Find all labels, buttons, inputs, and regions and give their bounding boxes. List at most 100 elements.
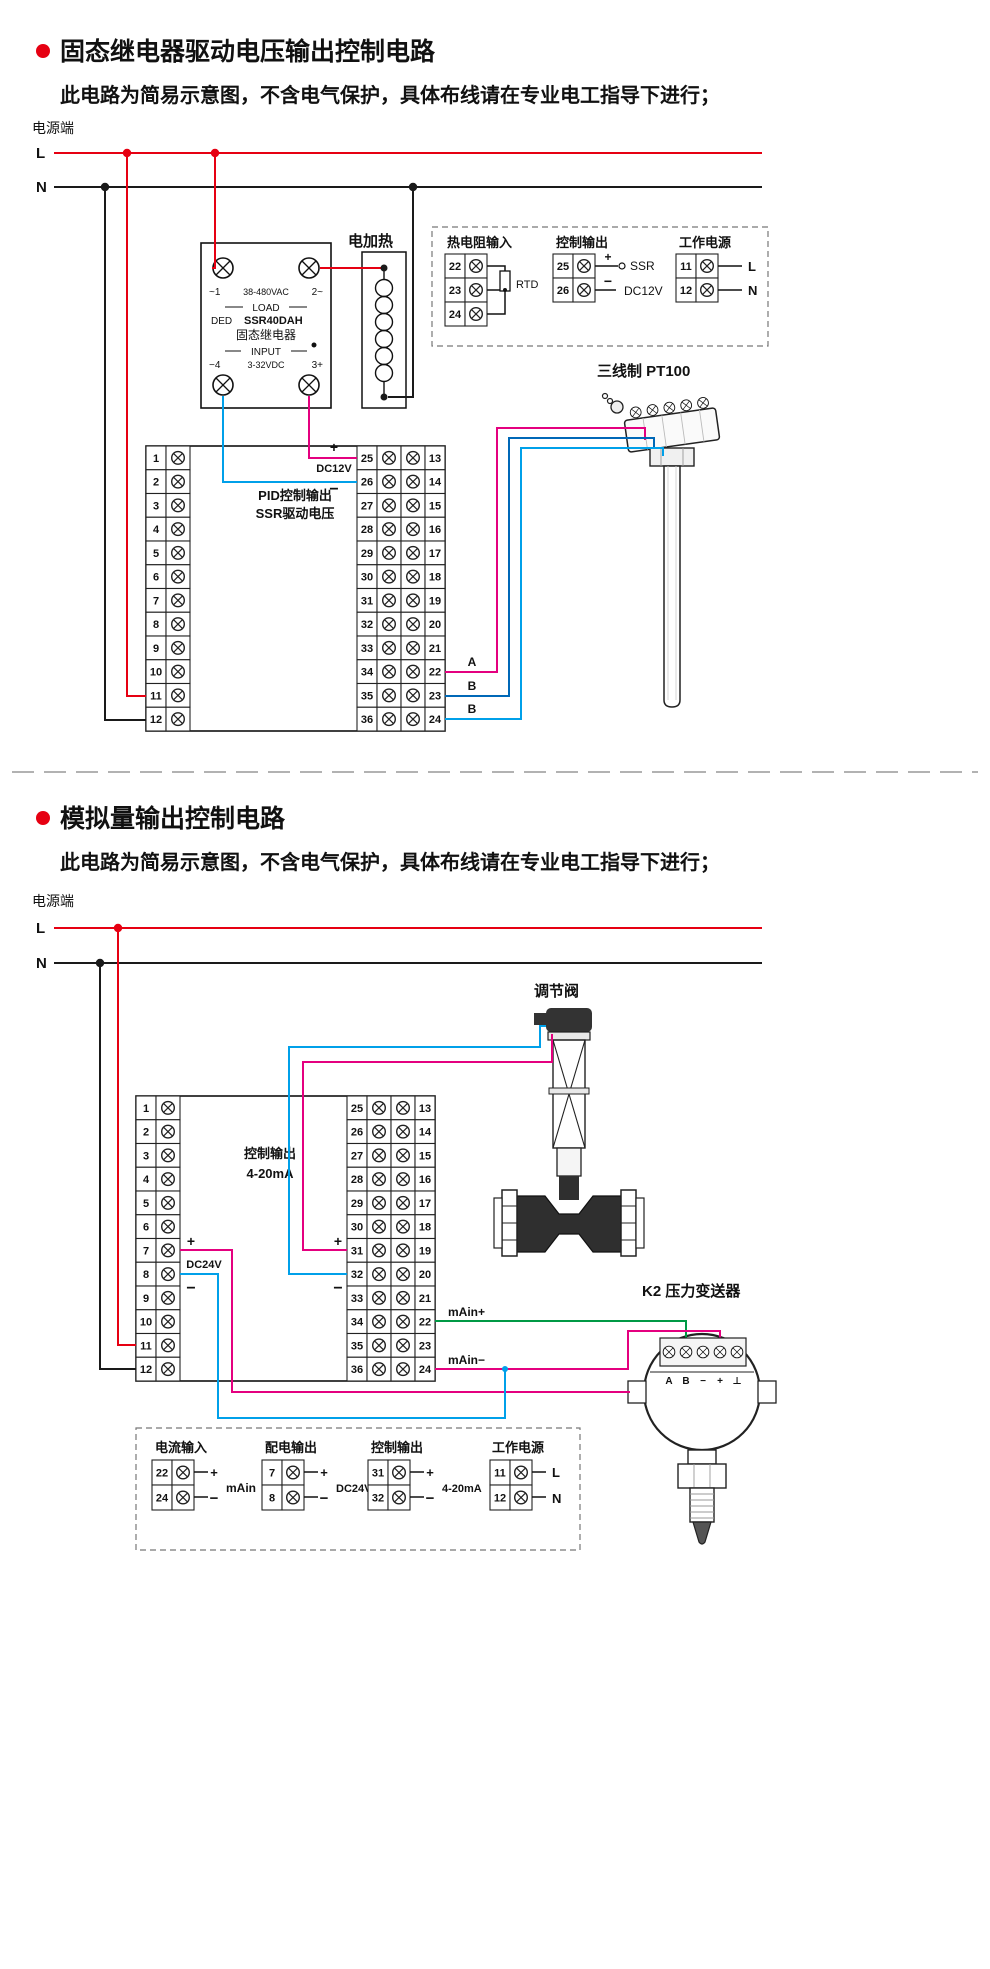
dc24v-minus: −	[186, 1280, 195, 1297]
svg-text:26: 26	[557, 285, 569, 297]
dist-strip: 78	[261, 1459, 305, 1511]
svg-text:25: 25	[557, 261, 569, 273]
svg-text:24: 24	[419, 1364, 432, 1376]
pt100-label: 三线制 PT100	[597, 362, 690, 380]
svg-text:6: 6	[153, 572, 159, 584]
cur-plus: +	[210, 1465, 218, 1480]
pin-b: B	[682, 1376, 689, 1387]
ssr-load-label: LOAD	[252, 303, 279, 314]
pt100-sensor: 三线制 PT100	[597, 362, 721, 708]
svg-text:31: 31	[351, 1245, 363, 1257]
bullet-icon	[36, 44, 50, 58]
svg-text:3: 3	[143, 1150, 149, 1162]
dc24v-label: DC24V	[186, 1259, 222, 1271]
ssr-vac-range: 38-480VAC	[243, 287, 289, 297]
current-input-title: 电流输入	[155, 1440, 207, 1455]
svg-text:25: 25	[361, 453, 373, 465]
bullet-icon-2	[36, 811, 50, 825]
svg-text:25: 25	[351, 1103, 363, 1115]
svg-text:27: 27	[361, 500, 373, 512]
svg-text:1: 1	[153, 453, 159, 465]
svg-text:11: 11	[680, 261, 692, 273]
pt100-chain2	[606, 397, 614, 405]
transmitter-neck	[687, 1449, 717, 1465]
svg-text:33: 33	[361, 643, 373, 655]
svg-text:29: 29	[361, 548, 373, 560]
svg-text:5: 5	[143, 1198, 149, 1210]
svg-text:4: 4	[143, 1174, 150, 1186]
ssr-led-dot	[311, 342, 317, 348]
svg-text:12: 12	[494, 1493, 506, 1505]
transmitter-terminals: A B − + ⊥	[650, 1337, 754, 1387]
svg-text:21: 21	[419, 1293, 431, 1305]
pt100-chain	[601, 392, 609, 400]
svg-text:1: 1	[143, 1103, 149, 1115]
pid-output-label-2: SSR驱动电压	[256, 506, 335, 521]
svg-text:22: 22	[429, 667, 441, 679]
transmitter-label: K2 压力变送器	[642, 1282, 741, 1300]
out-plus-1: +	[604, 250, 611, 264]
ssr-node-icon	[618, 262, 626, 270]
wires-section2	[99, 928, 721, 1419]
svg-text:27: 27	[351, 1150, 363, 1162]
ssr-screw-4	[212, 374, 234, 396]
wire-n-to-12	[104, 187, 146, 721]
svg-text:7: 7	[153, 595, 159, 607]
svg-text:23: 23	[419, 1340, 431, 1352]
control-output-title-2: 控制输出	[371, 1440, 423, 1455]
ssr-model: SSR40DAH	[244, 315, 303, 327]
pin-ground: ⊥	[732, 1376, 741, 1387]
rtd-input-title: 热电阻输入	[447, 235, 512, 250]
main-plus-label: mAin+	[448, 1305, 485, 1319]
ssr-ded: DED	[211, 316, 232, 327]
svg-text:14: 14	[429, 477, 442, 489]
svg-text:15: 15	[419, 1150, 431, 1162]
transmitter-port-right	[757, 1380, 777, 1404]
svg-text:3: 3	[153, 500, 159, 512]
transmitter-port-left	[627, 1380, 647, 1404]
dist-dc24v-label: DC24V	[336, 1483, 372, 1495]
svg-text:17: 17	[429, 548, 441, 560]
svg-text:22: 22	[156, 1468, 168, 1480]
ctrl-out-label-2: 4-20mA	[247, 1166, 295, 1181]
wire-a-label: A	[468, 655, 477, 669]
wire-7-to-transmitter	[180, 1249, 630, 1393]
dist-output-title: 配电输出	[265, 1440, 317, 1455]
pt100-probe	[663, 465, 681, 708]
valve-actuator	[546, 1008, 592, 1032]
svg-text:20: 20	[419, 1269, 431, 1281]
svg-text:22: 22	[449, 261, 461, 273]
dist-minus: −	[320, 1490, 329, 1507]
pin-a: A	[665, 1376, 672, 1387]
svg-text:24: 24	[429, 714, 442, 726]
svg-text:34: 34	[361, 667, 374, 679]
svg-text:28: 28	[351, 1174, 363, 1186]
power-terminal-label: 电源端	[32, 120, 74, 136]
dc12v-label: DC12V	[316, 463, 352, 475]
out-plus-2: +	[426, 1465, 434, 1480]
svg-text:33: 33	[351, 1293, 363, 1305]
out-dc12v-label: DC12V	[624, 284, 663, 298]
svg-text:2: 2	[143, 1127, 149, 1139]
out-420ma-label: 4-20mA	[442, 1483, 482, 1495]
power-rails-2: 电源端 L N	[32, 893, 762, 972]
svg-text:20: 20	[429, 619, 441, 631]
dist-plus: +	[320, 1465, 328, 1480]
section2: 模拟量输出控制电路 此电路为简易示意图，不含电气保护，具体布线请在专业电工指导下…	[32, 804, 777, 1551]
svg-text:21: 21	[429, 643, 441, 655]
control-valve: 调节阀	[493, 982, 645, 1257]
pwr-n-2: N	[552, 1491, 561, 1506]
svg-text:30: 30	[351, 1222, 363, 1234]
ssr-top-left: ~1	[209, 287, 221, 298]
svg-text:19: 19	[419, 1245, 431, 1257]
